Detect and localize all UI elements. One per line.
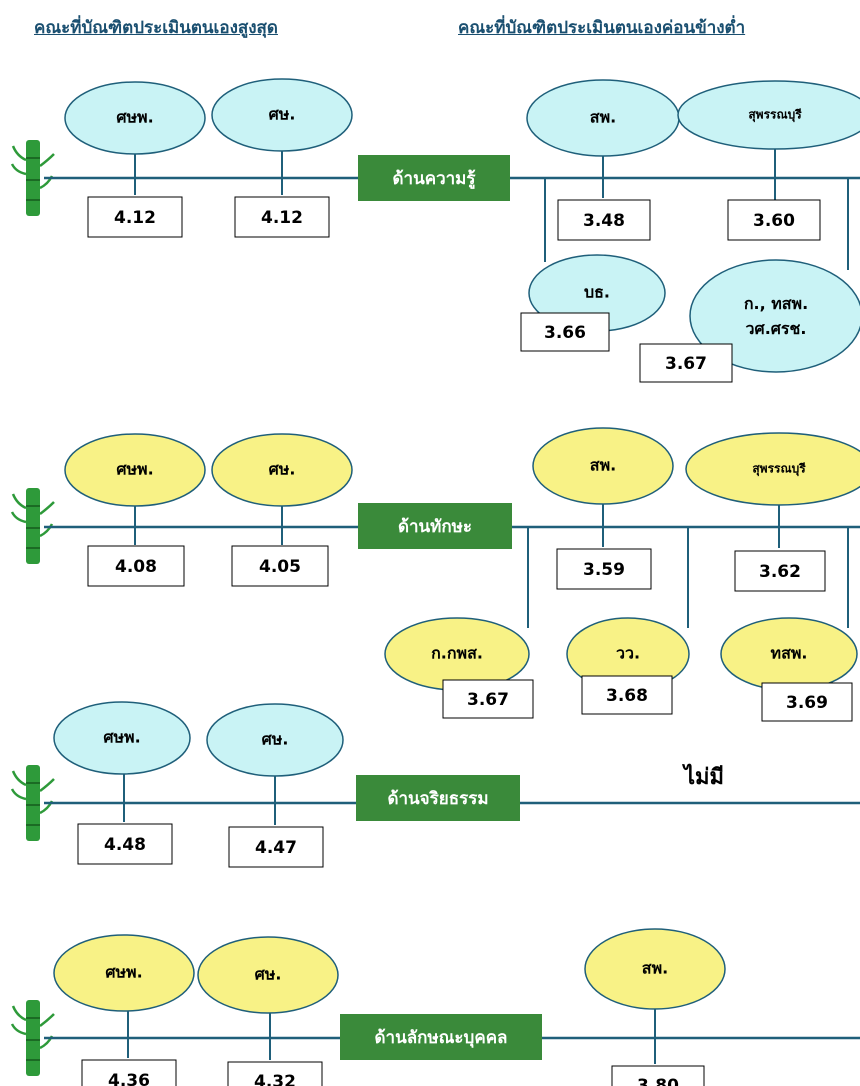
bamboo-leaf	[10, 788, 27, 801]
faculty-bubble	[64, 81, 206, 155]
score-box	[727, 199, 821, 241]
section-label-box	[358, 503, 512, 549]
score-box	[81, 1059, 177, 1086]
faculty-label: ก.กพส.	[431, 644, 483, 663]
score-box	[442, 679, 534, 719]
faculty-label: ศษ.	[255, 965, 282, 984]
bamboo-leaf	[10, 511, 27, 524]
score-value: 4.05	[259, 557, 301, 577]
bamboo-leaf	[11, 493, 27, 510]
score-box	[761, 682, 853, 722]
score-value: 4.48	[104, 835, 146, 855]
section-label-box	[356, 775, 520, 821]
score-value: 4.12	[261, 208, 303, 228]
faculty-label: สพ.	[590, 456, 616, 475]
faculty-label: ทสพ.	[771, 644, 808, 663]
faculty-label: ก., ทสพ.วศ.ศรช.	[744, 294, 808, 338]
bamboo-leaf	[10, 1023, 27, 1036]
score-box	[228, 826, 324, 868]
score-box	[611, 1065, 705, 1086]
faculty-label: ศษพ.	[105, 963, 142, 982]
heading-highest: คณะที่บัณฑิตประเมินตนเองสูงสุด	[34, 18, 278, 38]
section-label: ด้านลักษณะบุคคล	[375, 1028, 508, 1048]
bamboo-leaf	[39, 523, 54, 538]
faculty-label: ศษ.	[269, 460, 296, 479]
faculty-label: สุพรรณบุรี	[752, 462, 806, 477]
score-box	[639, 343, 733, 383]
score-box	[581, 675, 673, 715]
bamboo-icon	[10, 140, 55, 216]
faculty-label: ศษพ.	[116, 460, 153, 479]
score-value: 3.67	[467, 690, 509, 710]
faculty-label: ศษ.	[269, 105, 296, 124]
faculty-bubble	[53, 934, 195, 1012]
score-value: 3.67	[665, 354, 707, 374]
faculty-label: ศษพ.	[116, 108, 153, 127]
bamboo-leaf	[11, 770, 27, 787]
score-box	[227, 1061, 323, 1086]
score-value: 3.59	[583, 560, 625, 580]
none-note: ไม่มี	[682, 763, 724, 790]
score-value: 4.32	[254, 1072, 296, 1086]
score-value: 3.60	[753, 211, 795, 231]
heading-lower: คณะที่บัณฑิตประเมินตนเองค่อนข้างต่ำ	[458, 18, 746, 38]
score-box	[234, 196, 330, 238]
bamboo-leaf	[11, 1005, 27, 1022]
bamboo-icon	[10, 1000, 55, 1076]
bamboo-stem	[26, 488, 40, 564]
bamboo-leaf	[39, 153, 55, 167]
score-value: 3.62	[759, 562, 801, 582]
score-value: 4.36	[108, 1071, 150, 1086]
faculty-label: สพ.	[642, 959, 668, 978]
faculty-bubble	[685, 432, 860, 506]
bamboo-leaf	[10, 163, 27, 176]
score-value: 3.80	[637, 1076, 679, 1086]
section-label: ด้านความรู้	[392, 169, 476, 190]
score-box	[87, 196, 183, 238]
faculty-bubble	[197, 936, 339, 1014]
bamboo-leaf	[39, 501, 55, 515]
score-box	[520, 312, 610, 352]
section-label: ด้านจริยธรรม	[387, 789, 488, 809]
faculty-bubble	[532, 427, 674, 505]
faculty-bubble	[584, 928, 726, 1010]
score-box	[557, 199, 651, 241]
faculty-bubble	[211, 78, 353, 152]
bamboo-icon	[10, 488, 55, 564]
faculty-label: ศษ.	[262, 730, 289, 749]
bamboo-leaf	[39, 778, 55, 792]
bamboo-stem	[26, 140, 40, 216]
bamboo-stem	[26, 1000, 40, 1076]
score-value: 4.12	[114, 208, 156, 228]
score-value: 3.66	[544, 323, 586, 343]
faculty-label: บธ.	[584, 283, 610, 302]
bamboo-leaf	[39, 1013, 55, 1027]
faculty-label: ศษพ.	[103, 728, 140, 747]
score-box	[556, 548, 652, 590]
score-box	[231, 545, 329, 587]
section-label: ด้านทักษะ	[398, 517, 472, 537]
score-value: 4.47	[255, 838, 297, 858]
score-box	[734, 550, 826, 592]
score-value: 3.69	[786, 693, 828, 713]
faculty-label: สพ.	[590, 108, 616, 127]
score-box	[87, 545, 185, 587]
faculty-bubble	[689, 259, 860, 373]
bamboo-leaf	[11, 145, 27, 162]
faculty-bubble	[677, 80, 860, 150]
score-value: 4.08	[115, 557, 157, 577]
section-label-box	[358, 155, 510, 201]
score-value: 3.48	[583, 211, 625, 231]
faculty-bubble	[211, 433, 353, 507]
faculty-bubble	[64, 433, 206, 507]
faculty-label: วว.	[616, 644, 640, 663]
faculty-bubble	[53, 701, 191, 775]
faculty-bubble	[206, 703, 344, 777]
score-box	[77, 823, 173, 865]
score-value: 3.68	[606, 686, 648, 706]
faculty-label: สุพรรณบุรี	[748, 108, 802, 123]
bamboo-stem	[26, 765, 40, 841]
section-label-box	[340, 1014, 542, 1060]
